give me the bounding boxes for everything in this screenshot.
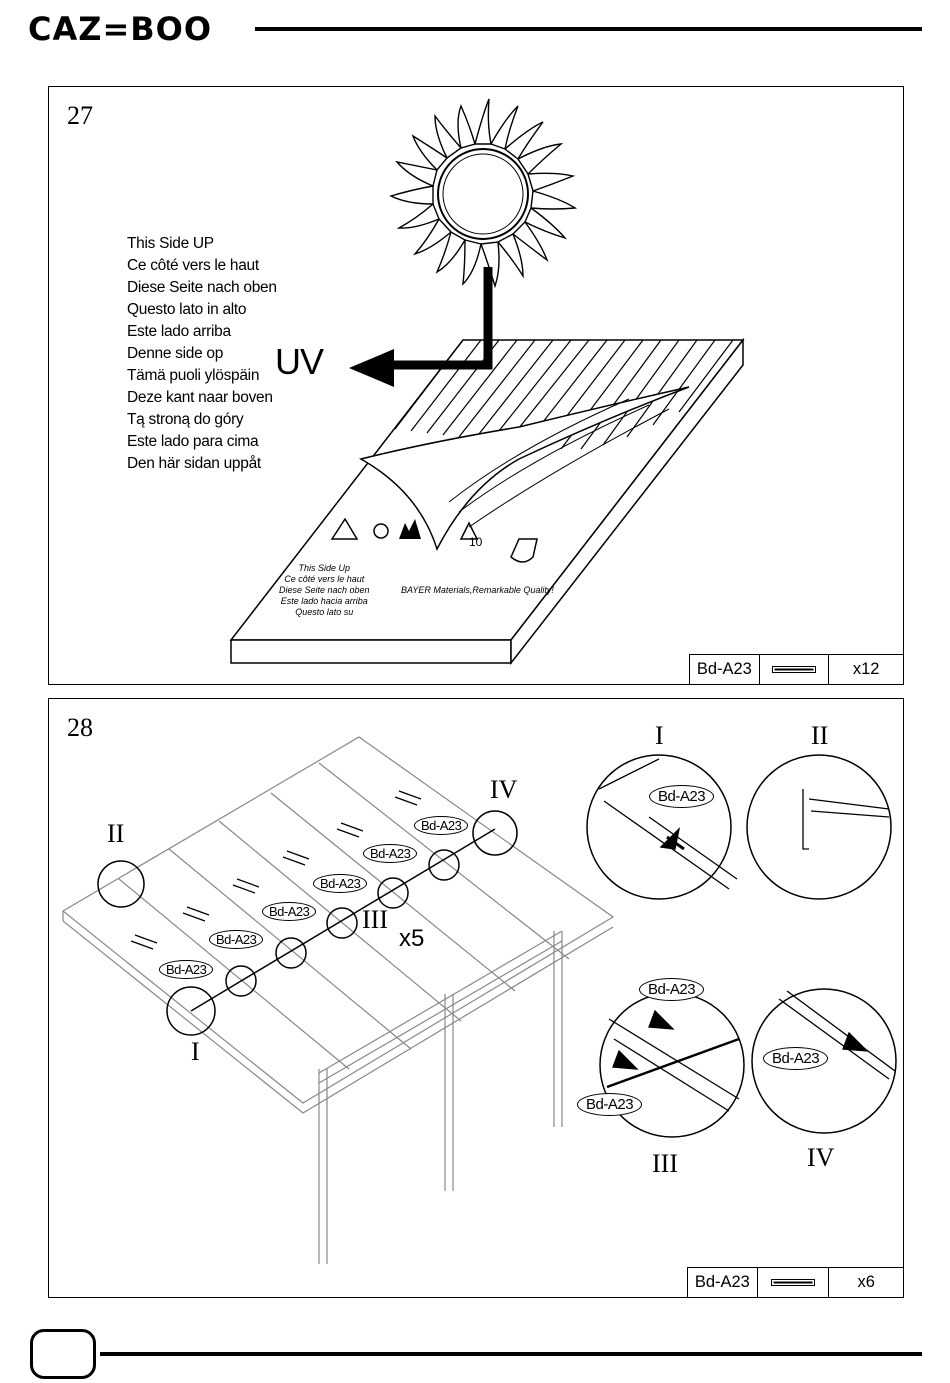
sheet-brand-print: BAYER Materials,Remarkable Quality!	[401, 585, 554, 595]
sheet-print: This Side Up Ce côté vers le haut Diese …	[279, 563, 370, 617]
part-pill: Bd-A23	[363, 844, 418, 863]
lang-line: This Side UP	[127, 235, 214, 252]
detail-pill: Bd-A23	[763, 1047, 829, 1070]
part-qty: x6	[857, 1273, 875, 1291]
warranty-badge: 10	[469, 535, 483, 549]
page-number-tab	[30, 1329, 96, 1379]
part-pill: Bd-A23	[159, 960, 214, 979]
part-strip-icon	[760, 655, 830, 684]
detail-iv	[778, 990, 896, 1080]
part-code: Bd-A23	[690, 655, 760, 684]
callout-ii-label: II	[107, 819, 125, 848]
part-strip-icon	[758, 1268, 830, 1297]
header-rule	[255, 27, 922, 31]
lang-line: Este lado arriba	[127, 323, 231, 340]
part-box: Bd-A23 x6	[687, 1267, 903, 1297]
callout-iii-label: III	[362, 905, 388, 934]
polycarbonate-sheet	[229, 337, 745, 666]
detail-pill: Bd-A23	[649, 785, 715, 808]
detail-pill: Bd-A23	[639, 978, 705, 1001]
callout-circles	[97, 754, 897, 1138]
detail-iv-label: IV	[807, 1143, 835, 1172]
lang-line: Tämä puoli ylöspäin	[127, 367, 260, 384]
uv-arrow-icon	[349, 267, 493, 387]
lang-line: Denne side op	[127, 345, 224, 362]
panel-marks	[130, 790, 422, 950]
detail-iii	[606, 1009, 740, 1112]
step-27-illustration	[229, 98, 745, 666]
detail-iii-label: III	[652, 1149, 678, 1178]
this-side-up-list: This Side UP Ce côté vers le haut Diese …	[127, 233, 277, 475]
step-number: 27	[67, 101, 93, 130]
detail-pill: Bd-A23	[577, 1093, 643, 1116]
lang-line: Diese Seite nach oben	[127, 279, 277, 296]
lang-line: Tą stroną do góry	[127, 411, 244, 428]
part-pill: Bd-A23	[313, 874, 368, 893]
brand-logo: CAZ=BOO	[28, 10, 213, 48]
carport-frame	[61, 736, 615, 1264]
uv-label: UV	[275, 341, 324, 382]
part-code: Bd-A23	[688, 1268, 758, 1297]
sun-icon	[389, 98, 578, 289]
part-box: Bd-A23 x12	[689, 654, 903, 684]
lang-line: Deze kant naar boven	[127, 389, 273, 406]
part-pill: Bd-A23	[209, 930, 264, 949]
callout-i-label: I	[191, 1037, 200, 1066]
step-28-illustration	[61, 736, 897, 1264]
part-pill: Bd-A23	[414, 816, 469, 835]
part-pill: Bd-A23	[262, 902, 317, 921]
detail-i-label: I	[655, 721, 664, 750]
callout-iv-label: IV	[490, 775, 518, 804]
detail-ii	[802, 789, 890, 850]
lang-line: Questo lato in alto	[127, 301, 247, 318]
repeat-count: x5	[399, 925, 425, 952]
lang-line: Den här sidan uppåt	[127, 455, 261, 472]
detail-i	[598, 758, 738, 890]
footer-rule	[100, 1352, 922, 1356]
lang-line: Este lado para cima	[127, 433, 259, 450]
detail-ii-label: II	[811, 721, 829, 750]
lang-line: Ce côté vers le haut	[127, 257, 259, 274]
step-number: 28	[67, 713, 93, 742]
part-qty: x12	[852, 660, 880, 678]
step-28-panel: 28 I II III x5 IV Bd-A23 Bd-A23 Bd-A23 B…	[48, 698, 904, 1298]
step-27-panel: 27 This Side UP Ce côté vers le haut Die…	[48, 86, 904, 685]
